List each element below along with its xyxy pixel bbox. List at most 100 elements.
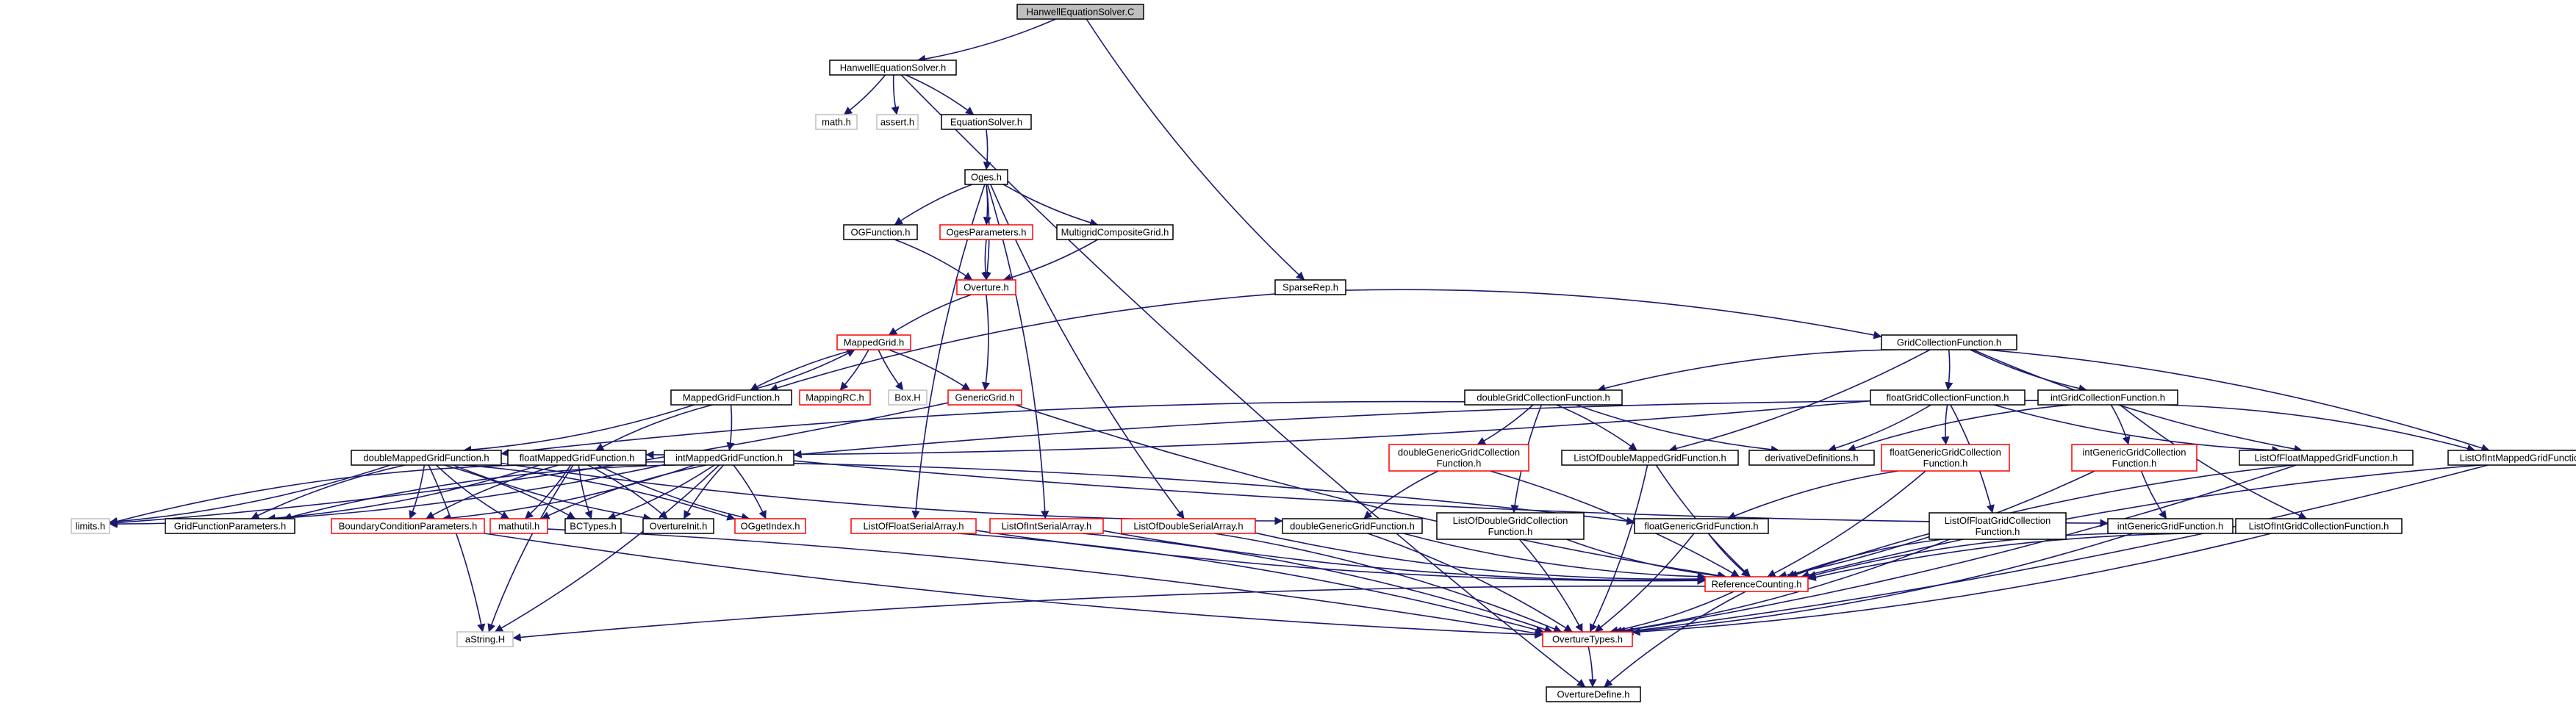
node-fmgf-h[interactable]: floatMappedGridFunction.h bbox=[507, 450, 647, 466]
node-mathutil-h[interactable]: mathutil.h bbox=[489, 518, 548, 534]
node-overture-h[interactable]: Overture.h bbox=[956, 279, 1016, 295]
node-bcparams-h[interactable]: BoundaryConditionParameters.h bbox=[331, 518, 485, 534]
node-igcf-h[interactable]: intGridCollectionFunction.h bbox=[2037, 389, 2178, 406]
edge-fgcf_h-to-fggcf_h bbox=[1941, 404, 1950, 445]
node-gcf-h[interactable]: GridCollectionFunction.h bbox=[1881, 334, 2017, 350]
edge-root-to-hes_h bbox=[917, 18, 1056, 63]
node-dgcf-h[interactable]: doubleGridCollectionFunction.h bbox=[1464, 389, 1623, 406]
edge-imgf_h-to-ogesindex_h bbox=[733, 464, 767, 519]
node-mgf-h[interactable]: MappedGridFunction.h bbox=[670, 389, 792, 406]
node-lodsa-h[interactable]: ListOfDoubleSerialArray.h bbox=[1121, 518, 1256, 534]
node-overturedefine-h[interactable]: OvertureDefine.h bbox=[1546, 686, 1641, 702]
node-box bbox=[939, 224, 1033, 240]
node-box bbox=[564, 518, 622, 534]
node-genericgrid-h[interactable]: GenericGrid.h bbox=[947, 389, 1022, 406]
node-imgf-h[interactable]: intMappedGridFunction.h bbox=[664, 450, 794, 466]
node-label: GenericGrid.h bbox=[955, 392, 1015, 403]
node-label: OGFunction.h bbox=[851, 227, 911, 238]
node-dmgf-h[interactable]: doubleMappedGridFunction.h bbox=[351, 450, 502, 466]
node-overtureint-h[interactable]: OvertureInit.h bbox=[642, 518, 714, 534]
edge-overture_h-to-genericgrid_h bbox=[981, 294, 991, 391]
node-ogfunction-h[interactable]: OGFunction.h bbox=[843, 224, 918, 240]
node-box bbox=[888, 389, 928, 406]
node-lodmgf-h[interactable]: ListOfDoubleMappedGridFunction.h bbox=[1561, 450, 1739, 466]
node-hes-h[interactable]: HanwellEquationSolver.h bbox=[829, 60, 957, 76]
edge-fmgf_h-to-overtureint_h bbox=[587, 464, 668, 519]
node-label: EquationSolver.h bbox=[950, 117, 1022, 128]
node-label: OvertureTypes.h bbox=[1552, 634, 1623, 645]
edge-igcf_h-to-derivdefs_h bbox=[1847, 404, 2072, 452]
node-loigcf-h[interactable]: ListOfIntGridCollectionFunction.h bbox=[2235, 518, 2403, 534]
node-eqsolver-h[interactable]: EquationSolver.h bbox=[941, 114, 1032, 130]
node-oges-h[interactable]: Oges.h bbox=[964, 169, 1008, 185]
node-label: BCTypes.h bbox=[570, 521, 617, 532]
node-mappedgrid-h[interactable]: MappedGrid.h bbox=[836, 334, 911, 350]
node-label: GridFunctionParameters.h bbox=[174, 521, 286, 532]
node-derivdefs-h[interactable]: derivativeDefinitions.h bbox=[1748, 450, 1875, 466]
edge-mgf_h-to-mappedgrid_h bbox=[750, 349, 855, 391]
node-ogesindex-h[interactable]: OGgetIndex.h bbox=[734, 518, 806, 534]
node-ogesparams-h[interactable]: OgesParameters.h bbox=[939, 224, 1033, 240]
node-box bbox=[1561, 450, 1739, 466]
edge-mathutil_h-to-overturetypes_h bbox=[547, 528, 1543, 638]
node-astring-h[interactable]: aString.H bbox=[456, 631, 514, 647]
node-fgcf-h[interactable]: floatGridCollectionFunction.h bbox=[1870, 389, 2026, 406]
node-box bbox=[843, 224, 918, 240]
edge-dmgf_h-to-overtureint_h bbox=[453, 464, 652, 522]
node-loisa-h[interactable]: ListOfIntSerialArray.h bbox=[989, 518, 1104, 534]
node-label: ListOfDoubleSerialArray.h bbox=[1133, 521, 1243, 532]
node-label: floatMappedGridFunction.h bbox=[520, 453, 635, 464]
node-box bbox=[734, 518, 806, 534]
node-overturetypes-h[interactable]: OvertureTypes.h bbox=[1542, 631, 1633, 647]
node-box-h[interactable]: Box.H bbox=[888, 389, 928, 406]
node-iggf-h[interactable]: intGenericGridFunction.h bbox=[2107, 518, 2234, 534]
node-limits-h[interactable]: limits.h bbox=[71, 518, 110, 534]
node-lofmgf-h[interactable]: ListOfFloatMappedGridFunction.h bbox=[2239, 450, 2414, 466]
edge-dgcf_h-to-dggcf_h bbox=[1477, 404, 1534, 445]
edge-ogfunction_h-to-overture_h bbox=[894, 239, 973, 281]
node-dggf-h[interactable]: doubleGenericGridFunction.h bbox=[1282, 518, 1423, 534]
node-label: OGgetIndex.h bbox=[741, 521, 800, 532]
node-math-h[interactable]: math.h bbox=[815, 114, 858, 130]
node-root[interactable]: HanwellEquationSolver.C bbox=[1016, 4, 1144, 20]
node-sparserep-h[interactable]: SparseRep.h bbox=[1274, 279, 1346, 295]
node-box bbox=[1542, 631, 1633, 647]
node-refcount-h[interactable]: ReferenceCounting.h bbox=[1704, 576, 1809, 592]
edge-loisa_h-to-refcount_h bbox=[1102, 530, 1706, 585]
node-loimgf-h[interactable]: ListOfIntMappedGridFunction.h bbox=[2447, 450, 2576, 466]
edge-gcf_h-to-dgcf_h bbox=[1597, 349, 1895, 392]
node-label: ListOfDoubleMappedGridFunction.h bbox=[1574, 453, 1726, 464]
edge-bcparams_h-to-overturetypes_h bbox=[484, 533, 1543, 639]
node-box bbox=[1929, 512, 2067, 540]
node-assert-h[interactable]: assert.h bbox=[876, 114, 919, 130]
node-label: MappingRC.h bbox=[806, 392, 864, 403]
node-box bbox=[799, 389, 871, 406]
node-bctypes-h[interactable]: BCTypes.h bbox=[564, 518, 622, 534]
node-label: assert.h bbox=[880, 117, 914, 128]
edge-fmgf_h-to-gfparams_h bbox=[267, 464, 540, 522]
node-fggf-h[interactable]: floatGenericGridFunction.h bbox=[1634, 518, 1769, 534]
edge-imgf_h-to-iggf_h bbox=[793, 460, 2109, 528]
edge-refcount_h-to-overturetypes_h bbox=[1610, 591, 1734, 635]
node-box bbox=[876, 114, 919, 130]
edge-loigcf_h-to-overturetypes_h bbox=[1632, 533, 2272, 636]
node-label: ListOfIntGridCollectionFunction.h bbox=[2249, 521, 2389, 532]
node-gfparams-h[interactable]: GridFunctionParameters.h bbox=[165, 518, 295, 534]
node-box bbox=[2037, 389, 2178, 406]
node-label: ReferenceCounting.h bbox=[1712, 579, 1802, 590]
node-loffsa-h[interactable]: ListOfFloatSerialArray.h bbox=[850, 518, 977, 534]
edge-imgf_h-to-bctypes_h bbox=[607, 464, 715, 520]
node-box bbox=[1436, 512, 1585, 540]
node-label: MappedGrid.h bbox=[844, 337, 904, 348]
edge-hes_h-to-assert_h bbox=[891, 74, 900, 115]
node-mappingrc-h[interactable]: MappingRC.h bbox=[799, 389, 871, 406]
node-box bbox=[165, 518, 295, 534]
node-box bbox=[1881, 334, 2017, 350]
node-mgcg-h[interactable]: MultigridCompositeGrid.h bbox=[1056, 224, 1174, 240]
node-box bbox=[941, 114, 1032, 130]
